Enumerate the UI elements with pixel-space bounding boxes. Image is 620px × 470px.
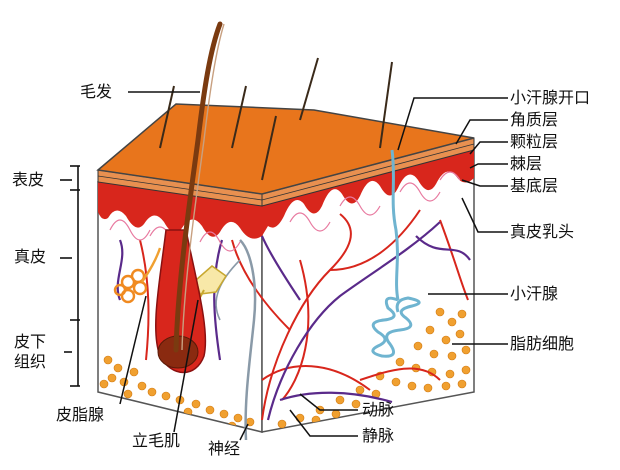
- label-stratum-basale: 基底层: [510, 177, 558, 195]
- label-hair: 毛发: [80, 83, 112, 101]
- label-stratum-granulosum: 颗粒层: [510, 133, 558, 151]
- label-sweat-pore: 小汗腺开口: [510, 89, 590, 107]
- label-stratum-corneum: 角质层: [510, 111, 558, 129]
- label-arrector-pili: 立毛肌: [132, 432, 180, 450]
- label-vein: 静脉: [362, 427, 394, 445]
- label-subcutaneous: 皮下组织: [14, 332, 54, 372]
- label-artery: 动脉: [362, 401, 394, 419]
- label-dermis: 真皮: [14, 248, 46, 266]
- label-sweat-gland: 小汗腺: [510, 285, 558, 303]
- layer-brackets: [60, 166, 80, 386]
- label-nerve: 神经: [208, 440, 240, 458]
- label-fat-cell: 脂肪细胞: [510, 335, 574, 353]
- label-epidermis: 表皮: [12, 171, 44, 189]
- label-dermal-papilla: 真皮乳头: [510, 223, 574, 241]
- label-sebaceous-gland: 皮脂腺: [56, 406, 104, 424]
- label-stratum-spinosum: 棘层: [510, 155, 542, 173]
